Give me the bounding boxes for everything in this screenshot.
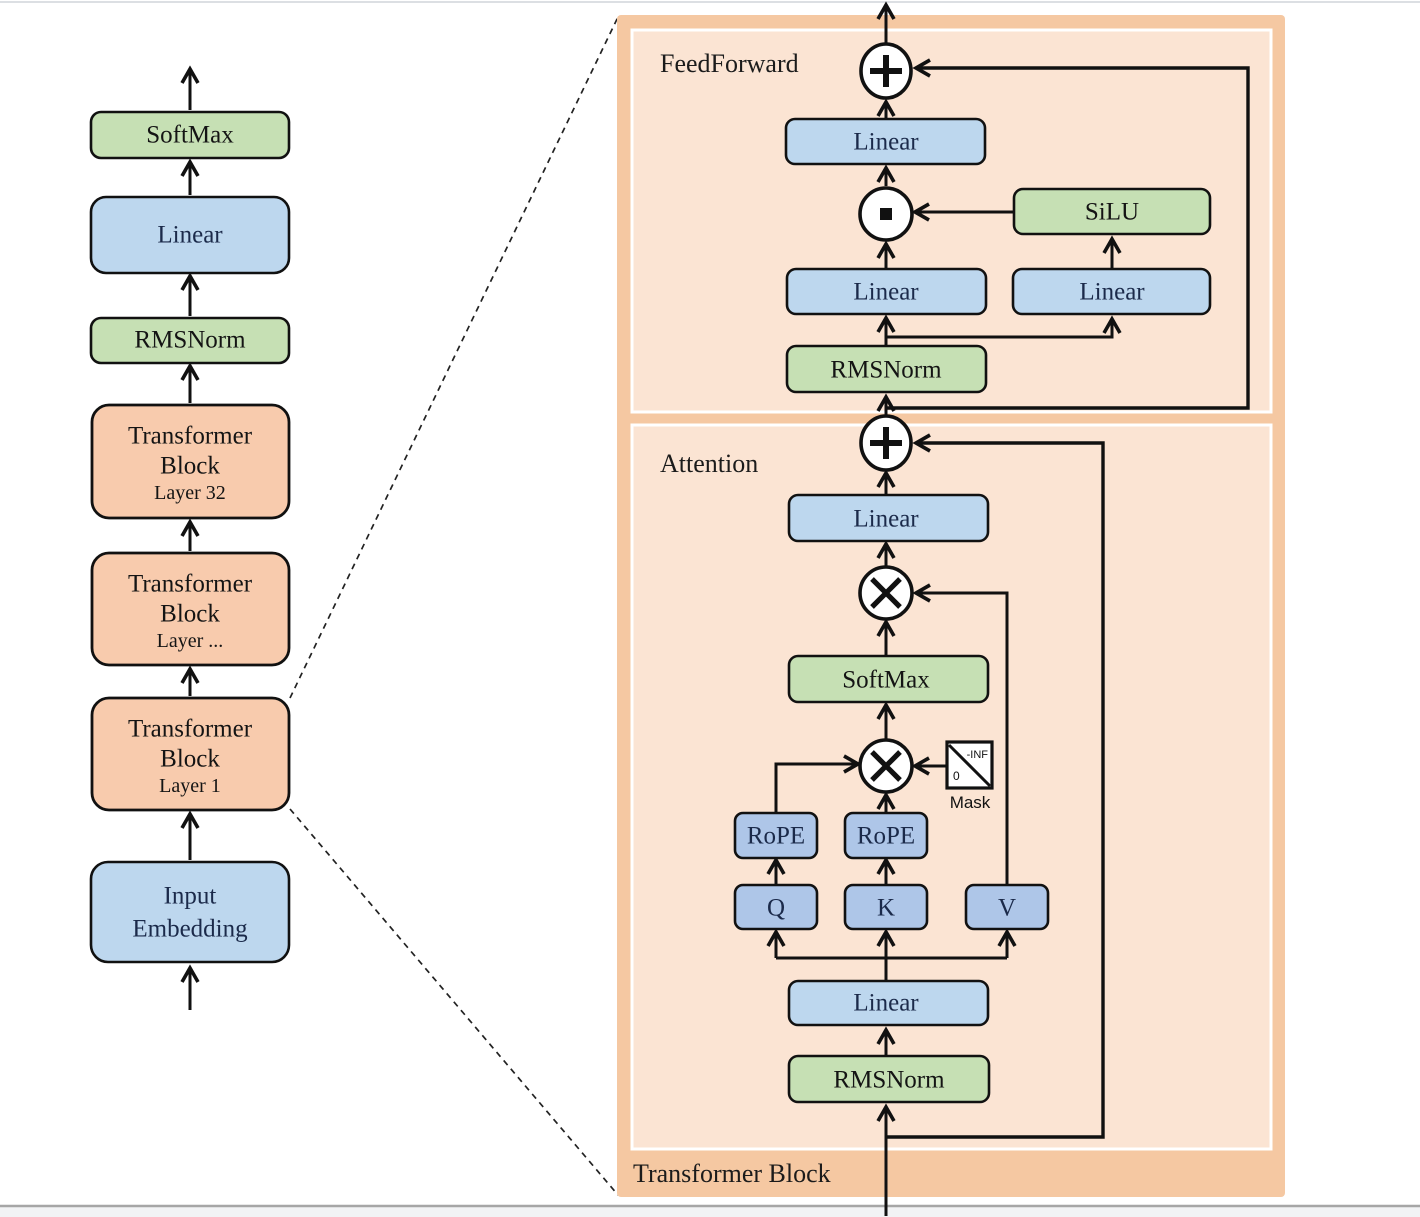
attention-section-label: Attention bbox=[660, 449, 758, 478]
rmsnorm-branch-arrow bbox=[886, 315, 1122, 339]
attn-rmsnorm-label: RMSNorm bbox=[833, 1067, 945, 1094]
tb32-line1: Transformer bbox=[128, 423, 253, 450]
mask-caption: Mask bbox=[950, 793, 991, 812]
left-pipeline: SoftMax Linear RMSNorm Transformer Block… bbox=[89, 65, 291, 1010]
mask-diagonal bbox=[947, 743, 992, 788]
transformer-block-dots bbox=[90, 551, 291, 667]
ff-linear-right-label: Linear bbox=[1079, 279, 1145, 306]
attn-rmsnorm-block bbox=[787, 1054, 991, 1104]
input-embedding-line2: Embedding bbox=[132, 916, 248, 943]
attn-linear-qkv-block bbox=[787, 979, 990, 1027]
mask-zero-label: 0 bbox=[953, 769, 960, 783]
ropeq-to-multiply-connector bbox=[774, 754, 862, 812]
tbdots-line1: Transformer bbox=[128, 571, 253, 598]
attention-residual-connector bbox=[886, 433, 1105, 1139]
linear-block bbox=[89, 195, 291, 275]
tbdots-line2: Block bbox=[160, 601, 220, 628]
attn-softmax-label: SoftMax bbox=[842, 667, 930, 694]
silu-label: SiLU bbox=[1085, 199, 1139, 226]
q-label: Q bbox=[767, 895, 785, 922]
q-block bbox=[733, 883, 819, 931]
rope-k-label: RoPE bbox=[857, 823, 915, 850]
rope-q-block bbox=[733, 811, 819, 860]
mask-neginf-label: -INF bbox=[967, 749, 989, 761]
x-stroke bbox=[870, 577, 902, 609]
transformer-block-1 bbox=[90, 696, 291, 812]
input-embedding-line1: Input bbox=[164, 883, 217, 910]
zoom-dashed-line-bottom bbox=[289, 808, 619, 1196]
ff-linear-left-block bbox=[785, 267, 988, 316]
tb32-line3: Layer 32 bbox=[154, 482, 226, 504]
v-block bbox=[964, 883, 1050, 931]
ff-linear-left-label: Linear bbox=[853, 279, 919, 306]
transformer-block-caption: Transformer Block bbox=[633, 1159, 831, 1188]
x-stroke bbox=[870, 750, 902, 782]
ff-linear-out-label: Linear bbox=[853, 129, 919, 156]
ff-rmsnorm-label: RMSNorm bbox=[830, 357, 942, 384]
ff-residual-connector bbox=[886, 58, 1250, 410]
rope-k-block bbox=[843, 811, 929, 860]
v-label: V bbox=[998, 895, 1016, 922]
attn-linear-out-label: Linear bbox=[853, 506, 919, 533]
attn-softmax-block bbox=[787, 654, 990, 704]
tb1-line1: Transformer bbox=[128, 716, 253, 743]
tbdots-line3: Layer ... bbox=[157, 630, 224, 652]
window-bottom-bar bbox=[0, 1206, 1420, 1217]
transformer-block-detail-panel: FeedForward Attention Transformer Block … bbox=[617, 1, 1285, 1216]
attn-linear-out-block bbox=[787, 493, 990, 543]
v-to-multiply-connector bbox=[912, 583, 1009, 885]
silu-block bbox=[1012, 187, 1212, 236]
tb1-line2: Block bbox=[160, 746, 220, 773]
feedforward-section-label: FeedForward bbox=[660, 49, 799, 78]
ff-rmsnorm-block bbox=[785, 344, 988, 394]
softmax-label: SoftMax bbox=[146, 122, 234, 149]
transformer-block-32 bbox=[90, 403, 291, 520]
rope-q-label: RoPE bbox=[747, 823, 805, 850]
attn-linear-qkv-label: Linear bbox=[853, 990, 919, 1017]
k-label: K bbox=[877, 895, 895, 922]
causal-mask-icon: -INF 0 Mask bbox=[945, 740, 994, 812]
rmsnorm-label: RMSNorm bbox=[134, 327, 246, 354]
dot-glyph bbox=[880, 208, 892, 220]
input-embedding-block bbox=[89, 860, 291, 964]
zoom-dashed-line-top bbox=[289, 16, 619, 699]
softmax-block bbox=[89, 110, 291, 160]
linear-label: Linear bbox=[157, 222, 223, 249]
k-block bbox=[843, 883, 929, 931]
ff-linear-right-block bbox=[1011, 267, 1212, 316]
tb32-line2: Block bbox=[160, 453, 220, 480]
tb1-line3: Layer 1 bbox=[159, 775, 221, 797]
ff-linear-out-block bbox=[784, 117, 987, 166]
rmsnorm-block bbox=[89, 316, 291, 365]
